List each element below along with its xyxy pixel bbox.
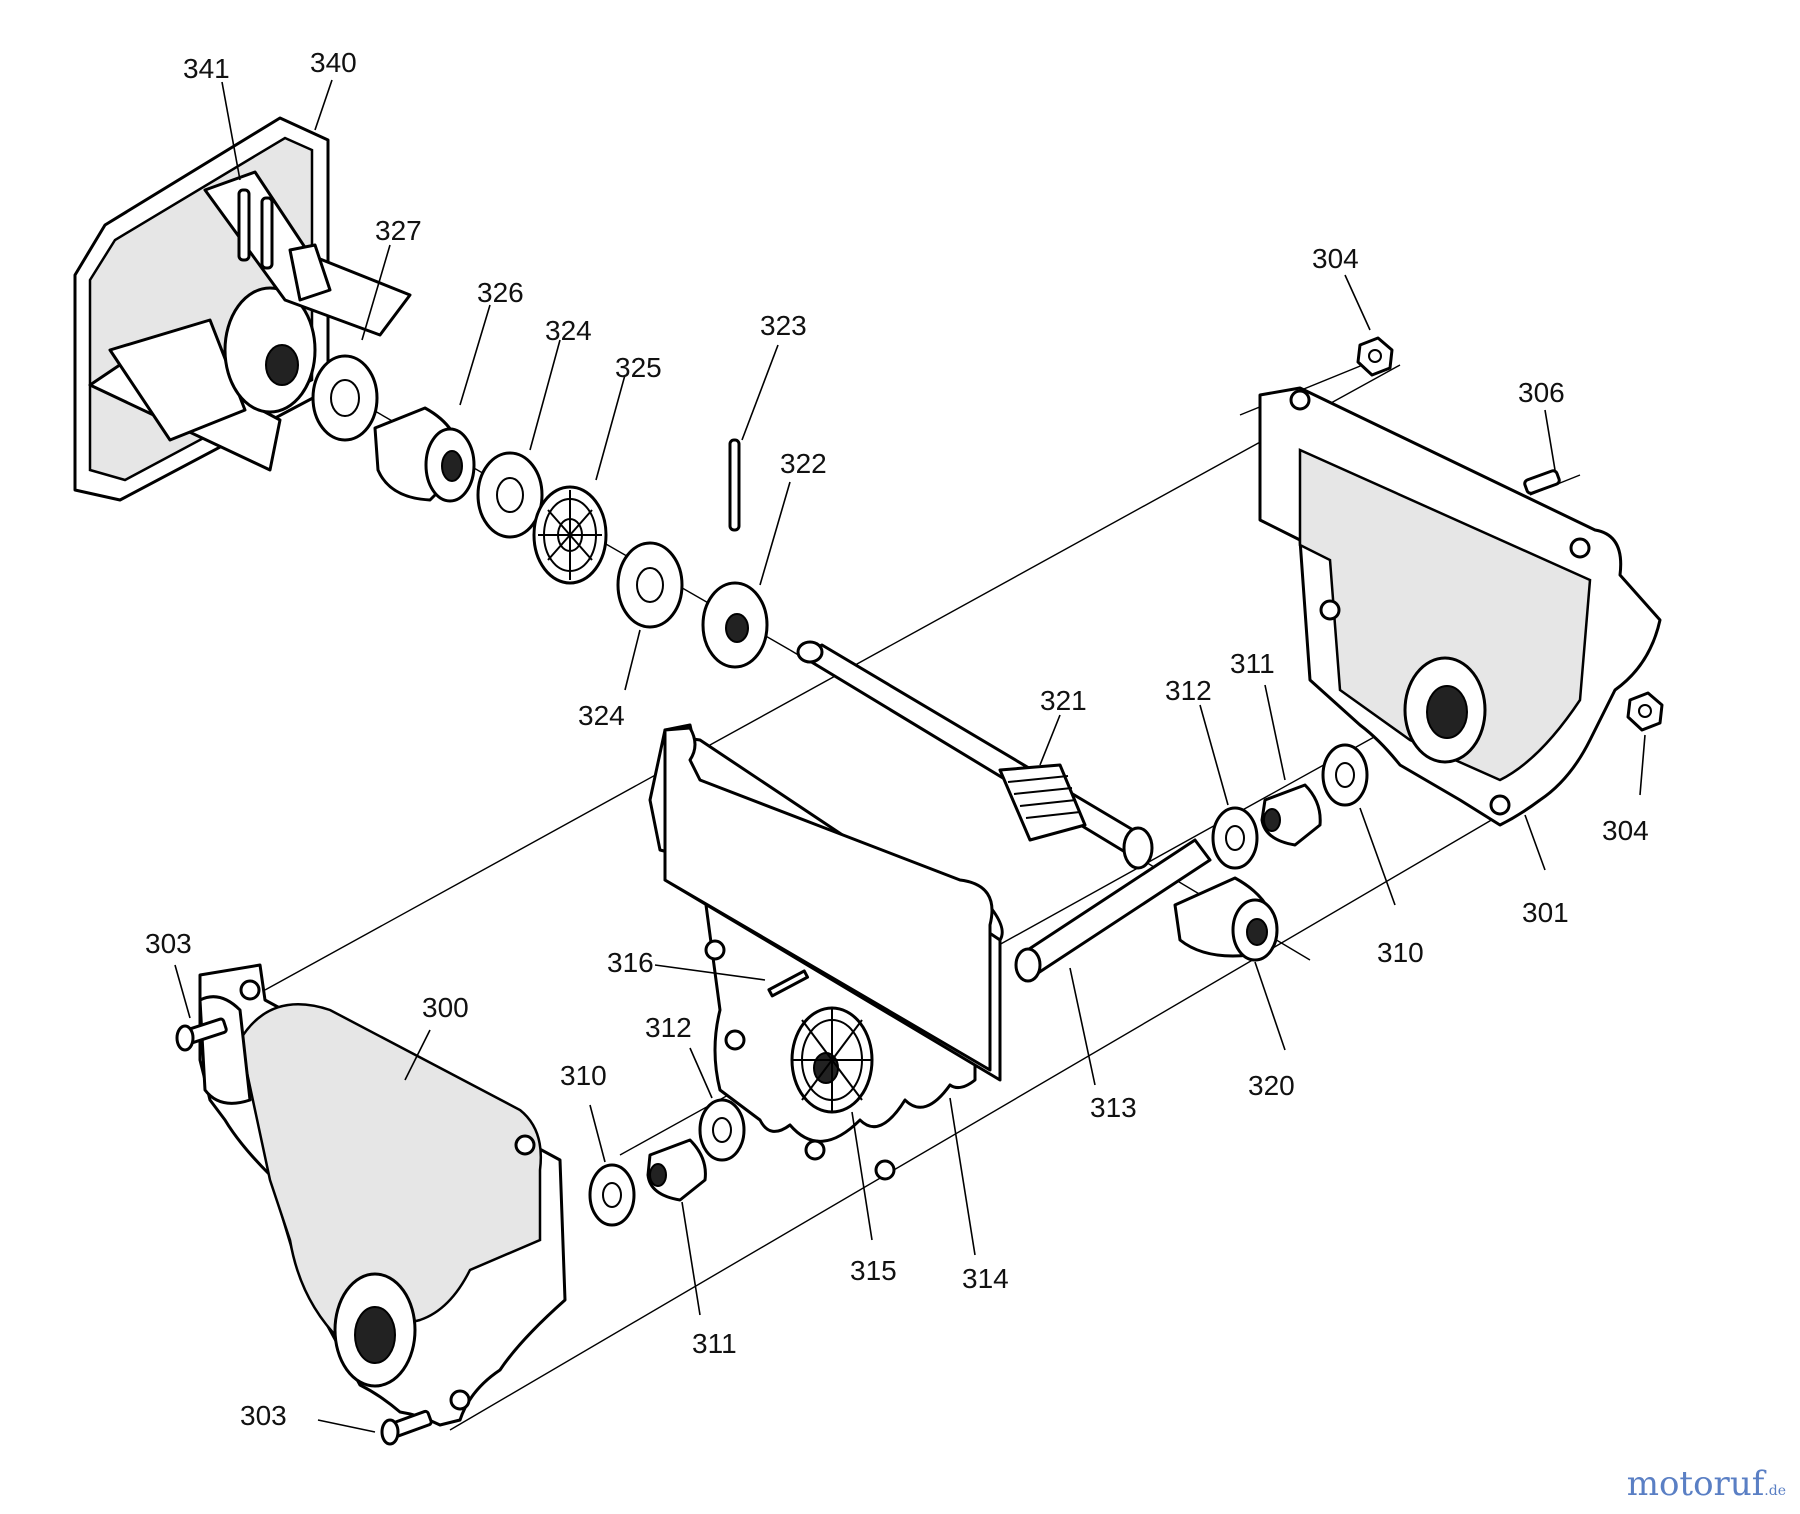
watermark-tld: .de: [1764, 1483, 1786, 1499]
callout-321: 321: [1040, 685, 1087, 716]
watermark-text: motoruf: [1626, 1464, 1765, 1504]
callout-326: 326: [477, 277, 524, 308]
part-316-key: [767, 969, 810, 998]
leader-lines: [174, 79, 1646, 1433]
callout-310-upper: 310: [1377, 937, 1424, 968]
part-326-bearing: [373, 406, 476, 503]
part-310-washer-lower: [588, 1163, 636, 1227]
part-320-bushing: [1173, 876, 1279, 962]
part-325-thrust-bearing: [532, 485, 608, 585]
part-301-housing-right: [1258, 386, 1662, 827]
callout-325: 325: [615, 352, 662, 383]
callout-312-lower: 312: [645, 1012, 692, 1043]
part-312-washer-lower: [698, 1098, 746, 1162]
callout-303-lower: 303: [240, 1400, 287, 1431]
watermark-logo: motoruf.de: [1627, 1464, 1786, 1504]
callout-315: 315: [850, 1255, 897, 1286]
callout-324-upper: 324: [545, 315, 592, 346]
part-324-washer-lower: [616, 541, 684, 629]
part-323-pin: [728, 438, 741, 532]
callout-324-lower: 324: [578, 700, 625, 731]
part-315-gear: [790, 1006, 874, 1114]
callout-340: 340: [310, 47, 357, 78]
callout-314: 314: [962, 1263, 1009, 1294]
part-341-pins: [237, 188, 274, 270]
callout-323: 323: [760, 310, 807, 341]
callout-306: 306: [1518, 377, 1565, 408]
part-313-shaft: [1014, 838, 1212, 983]
callout-310-lower: 310: [560, 1060, 607, 1091]
part-303-bolt-lower: [380, 1409, 433, 1446]
callout-304-lower: 304: [1602, 815, 1649, 846]
callout-316: 316: [607, 947, 654, 978]
callout-311-upper: 311: [1230, 648, 1275, 679]
part-311-bushing-lower: [646, 1138, 707, 1202]
callout-311-lower: 311: [692, 1328, 737, 1359]
callout-341: 341: [183, 53, 230, 84]
callout-304-upper: 304: [1312, 243, 1359, 274]
part-321-worm-shaft: [796, 640, 1154, 870]
callout-322: 322: [780, 448, 827, 479]
part-322-collar: [701, 581, 769, 669]
part-324-washer-upper: [476, 451, 544, 539]
part-304-nut-upper: [1356, 336, 1394, 377]
callout-312-upper: 312: [1165, 675, 1212, 706]
part-306-fitting: [1523, 469, 1561, 495]
part-312-washer-upper: [1211, 806, 1259, 870]
callouts: 341 340 327 326 324 325 323 322 324 304 …: [145, 47, 1649, 1431]
part-304-nut-lower: [1626, 691, 1664, 732]
callout-313: 313: [1090, 1092, 1137, 1123]
callout-327: 327: [375, 215, 422, 246]
part-300-housing-left: [198, 963, 567, 1427]
callout-300: 300: [422, 992, 469, 1023]
part-327-washer: [311, 354, 379, 442]
part-340-bracket: [73, 116, 412, 502]
part-310-washer-upper: [1321, 743, 1369, 807]
part-314-frame: [663, 726, 994, 1072]
callout-303-upper: 303: [145, 928, 192, 959]
part-303-bolt-upper: [175, 1017, 228, 1052]
callout-301: 301: [1522, 897, 1569, 928]
callout-320: 320: [1248, 1070, 1295, 1101]
part-311-bushing-upper: [1260, 783, 1322, 847]
